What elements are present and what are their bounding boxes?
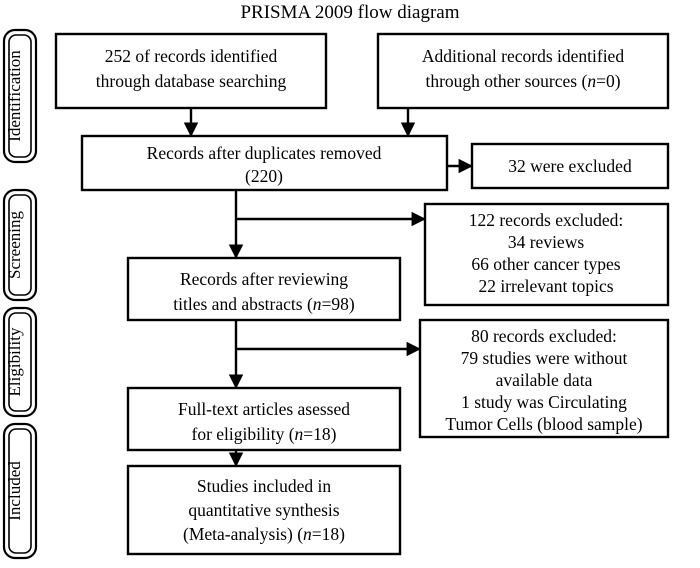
box-80-records-excluded-line-2: 79 studies were without — [461, 348, 628, 368]
page-title: PRISMA 2009 flow diagram — [240, 2, 459, 23]
box-records-after-duplicates-removed-line-1: Records after duplicates removed — [147, 143, 382, 163]
box-records-after-duplicates-removed: Records after duplicates removed (220) — [80, 134, 449, 192]
stage-label-identification-text: Identification — [5, 50, 24, 142]
box-32-were-excluded: 32 were excluded — [470, 142, 670, 190]
box-records-identified-database-line-1: 252 of records identified — [105, 46, 278, 66]
stage-label-eligibility-text: Eligibility — [5, 327, 24, 396]
box-records-after-title-abstract-review-line-1: Records after reviewing — [180, 269, 348, 289]
stage-label-eligibility: Eligibility — [2, 306, 38, 418]
stage-label-identification: Identification — [2, 28, 38, 164]
box-records-after-duplicates-removed-line-2: (220) — [245, 166, 283, 186]
box-fulltext-articles-assessed: Full-text articles asessed for eligibili… — [126, 386, 402, 452]
box-fulltext-articles-assessed-line-1: Full-text articles asessed — [178, 399, 350, 419]
box-records-after-title-abstract-review: Records after reviewing titles and abstr… — [126, 256, 402, 322]
box-studies-included-line-3: (Meta-analysis) (n=18) — [183, 524, 345, 544]
box-80-records-excluded-line-3: available data — [496, 370, 593, 390]
box-studies-included-line-1: Studies included in — [197, 476, 331, 496]
box-fulltext-articles-assessed-line-2: for eligibility (n=18) — [192, 424, 337, 444]
box-80-records-excluded: 80 records excluded: 79 studies were wit… — [418, 318, 670, 439]
box-32-were-excluded-line-1: 32 were excluded — [508, 156, 632, 176]
box-80-records-excluded-line-1: 80 records excluded: — [471, 326, 617, 346]
box-80-records-excluded-line-4: 1 study was Circulating — [461, 392, 627, 412]
box-records-identified-other-sources-line-1: Additional records identified — [422, 46, 624, 66]
stage-label-screening-text: Screening — [5, 211, 24, 279]
box-records-identified-other-sources-line-2: through other sources (n=0) — [425, 71, 620, 91]
box-122-records-excluded-line-3: 66 other cancer types — [471, 254, 620, 274]
box-studies-included: Studies included in quantitative synthes… — [126, 464, 402, 556]
box-records-identified-other-sources: Additional records identified through ot… — [376, 32, 670, 110]
stage-label-included: Included — [2, 422, 38, 560]
box-122-records-excluded-line-4: 22 irrelevant topics — [478, 276, 613, 296]
box-122-records-excluded-line-1: 122 records excluded: — [469, 210, 624, 230]
stage-label-screening: Screening — [2, 188, 38, 302]
box-records-identified-database: 252 of records identified through databa… — [54, 32, 328, 110]
box-122-records-excluded-line-2: 34 reviews — [508, 232, 584, 252]
box-records-identified-database-line-2: through database searching — [96, 71, 287, 91]
box-122-records-excluded: 122 records excluded: 34 reviews 66 othe… — [423, 202, 670, 307]
box-studies-included-line-2: quantitative synthesis — [188, 500, 339, 520]
box-80-records-excluded-line-5: Tumor Cells (blood sample) — [445, 414, 642, 434]
stage-label-included-text: Included — [5, 461, 24, 521]
box-records-after-title-abstract-review-line-2: titles and abstracts (n=98) — [173, 294, 355, 314]
